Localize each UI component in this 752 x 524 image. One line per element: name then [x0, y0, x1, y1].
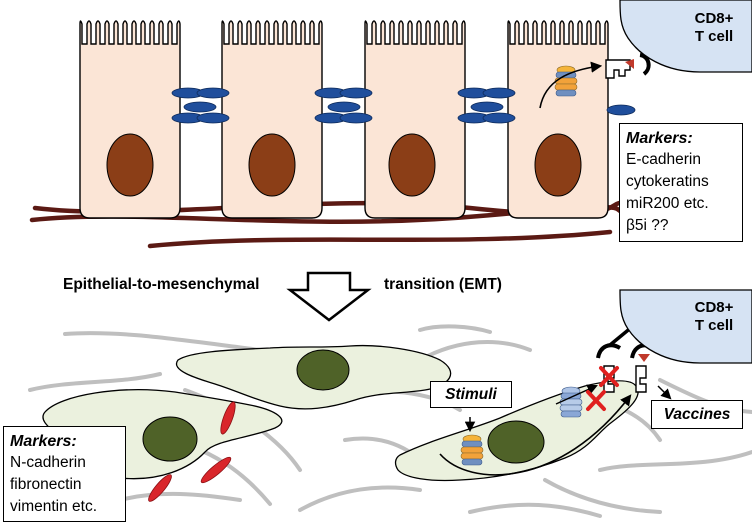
nucleus: [142, 416, 198, 462]
immunoproteasome-mesenchymal: [460, 434, 484, 466]
vaccines-arrow: [657, 385, 672, 400]
mhc-class-i-epithelial: [605, 59, 634, 79]
nucleus: [296, 349, 350, 391]
t-cell-bottom: [619, 289, 752, 364]
mesenchymal-markers-box: Markers: N-cadherin fibronectin vimentin…: [3, 426, 126, 522]
vaccines-label: Vaccines: [651, 400, 743, 429]
nucleus: [248, 133, 296, 197]
mesenchymal-marker-2: fibronectin: [10, 476, 82, 493]
t-cell-top: [619, 0, 752, 73]
epithelial-cell-4: [507, 20, 609, 219]
mhc-class-i-loaded: [635, 354, 650, 393]
t-cell-bottom-label: CD8+ T cell: [694, 299, 734, 334]
e-cadherin-junctions: [171, 87, 636, 124]
epithelial-cell-2: [221, 20, 323, 219]
epithelial-marker-3: miR200 etc.: [626, 195, 709, 212]
processing-arrow: [539, 61, 603, 109]
immunoproteasome-epithelial: [554, 65, 578, 97]
standard-proteasome: [559, 386, 583, 418]
transition-label-left: Epithelial-to-mesenchymal: [63, 276, 260, 293]
mesenchymal-marker-1: N-cadherin: [10, 454, 86, 471]
transition-label-right: transition (EMT): [384, 276, 502, 293]
mesenchymal-marker-3: vimentin etc.: [10, 498, 98, 515]
emt-arrow: [286, 271, 372, 322]
processing-arrow-bottom: [439, 394, 632, 476]
nucleus: [487, 420, 545, 464]
blocked-arrow: [555, 384, 598, 405]
epithelial-cell-3: [364, 20, 466, 219]
epithelial-cell-1: [79, 20, 181, 219]
nucleus: [388, 133, 436, 197]
nucleus: [106, 133, 154, 197]
n-cadherin: [148, 401, 236, 502]
stimuli-label: Stimuli: [430, 381, 512, 408]
epithelial-marker-2: cytokeratins: [626, 173, 709, 190]
epithelial-markers-box: Markers: E-cadherin cytokeratins miR200 …: [619, 123, 743, 242]
t-cell-top-label: CD8+ T cell: [694, 10, 734, 45]
mesenchymal-cell-2: [175, 344, 452, 410]
epithelial-markers-title: Markers:: [626, 130, 693, 147]
epithelial-marker-1: E-cadherin: [626, 151, 701, 168]
epithelial-marker-4: β5i ??: [626, 217, 669, 234]
blocked-x-marks: [586, 366, 619, 411]
mesenchymal-markers-title: Markers:: [10, 433, 77, 450]
nucleus: [534, 133, 582, 197]
